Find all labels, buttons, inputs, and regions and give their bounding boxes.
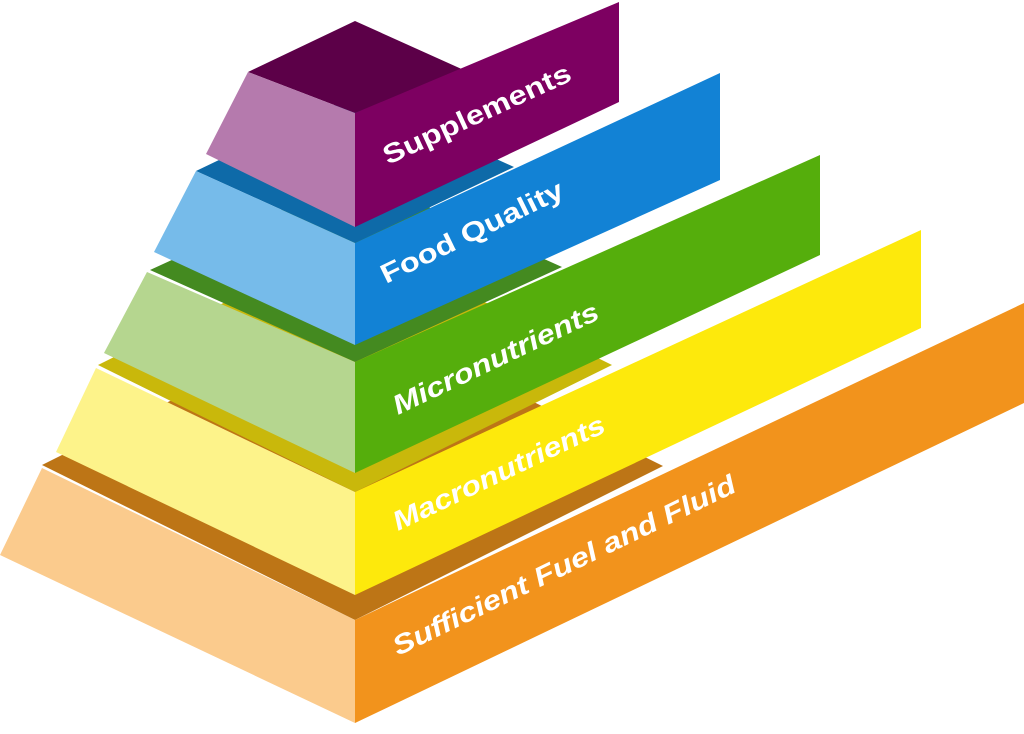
tier-front-face (355, 230, 921, 595)
tier-side-face (56, 368, 355, 595)
tier-side-face (206, 72, 355, 227)
tier-front-face (355, 73, 720, 345)
tier-front-face (355, 155, 820, 473)
tier-supplements (206, 2, 619, 227)
tier-side-face (104, 272, 355, 473)
tier-side-face (154, 171, 355, 345)
tier-front-face (355, 303, 1024, 723)
tier-front-face (355, 2, 619, 227)
tier-side-face (0, 468, 355, 723)
